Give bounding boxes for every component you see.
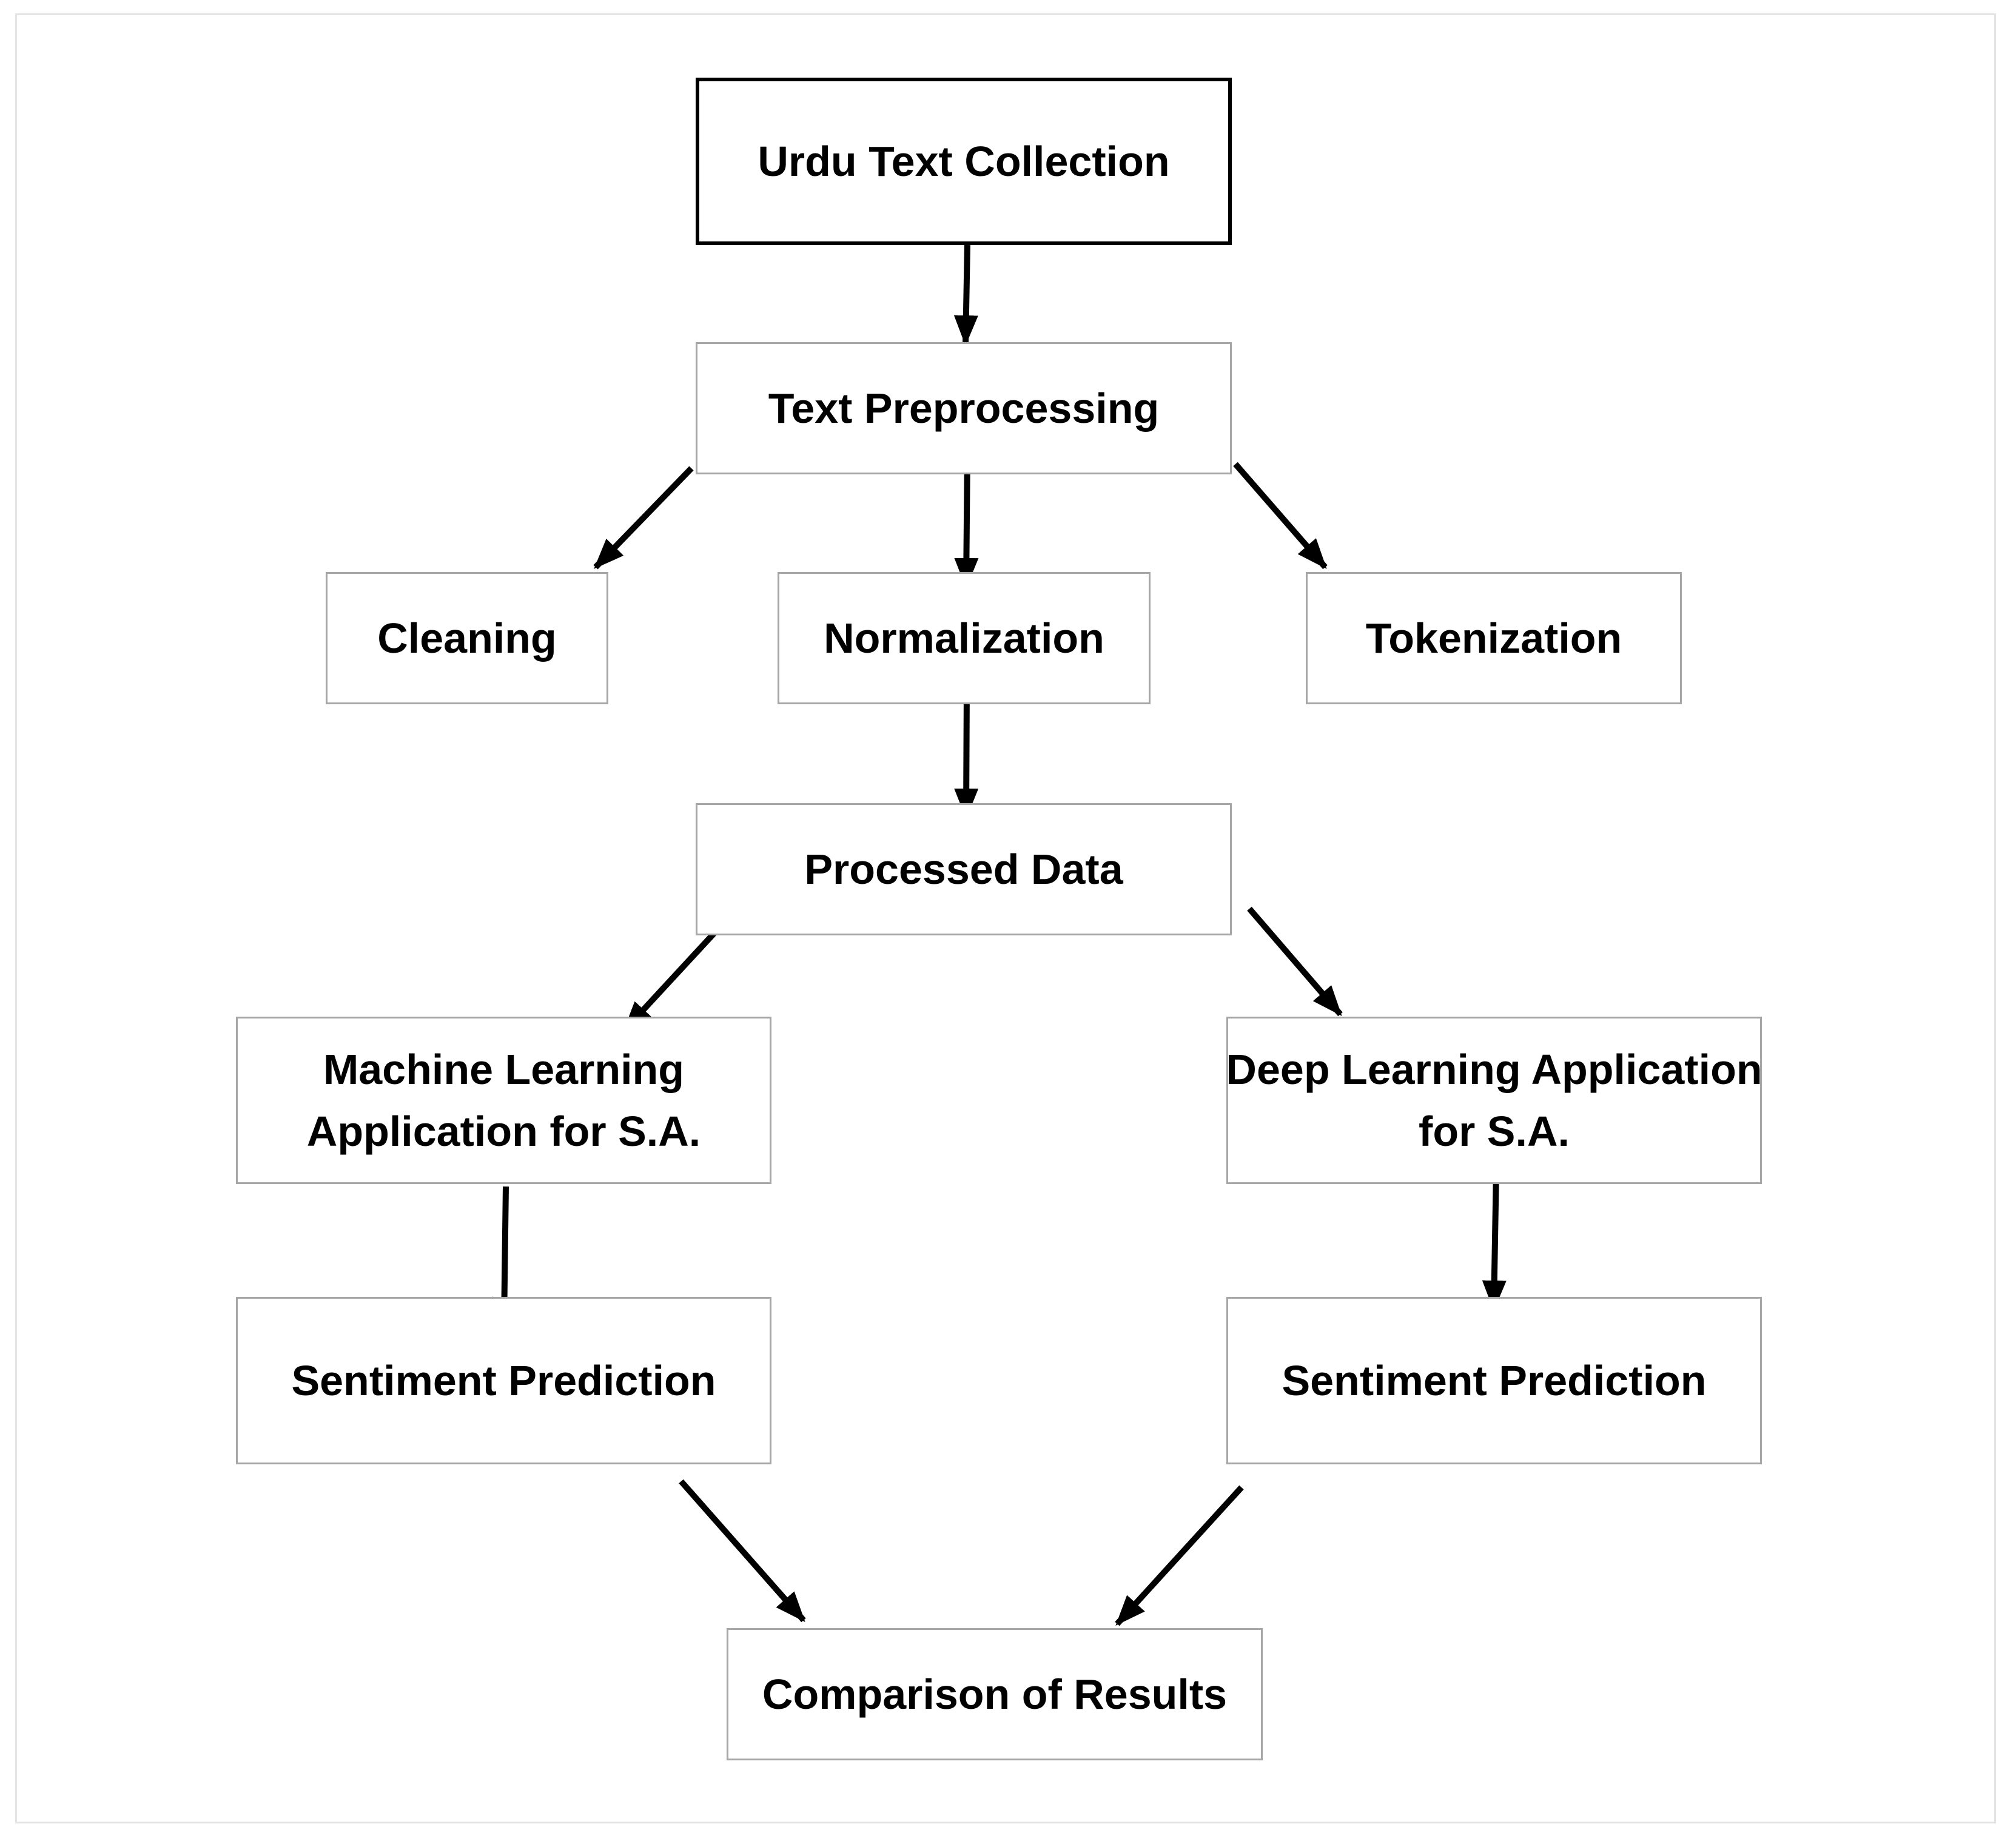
arrow-ml-prediction-to-comparison — [679, 1479, 806, 1623]
node-comparison-of-results: Comparison of Results — [727, 1628, 1263, 1760]
node-dl-application: Deep Learning Application for S.A. — [1226, 1017, 1762, 1184]
arrow-preprocessing-to-cleaning — [593, 466, 694, 570]
node-label-line-1: Deep Learning Application — [1226, 1046, 1762, 1093]
node-label: Text Preprocessing — [768, 385, 1160, 432]
arrow-collection-to-preprocessing — [953, 244, 978, 346]
node-ml-application: Machine Learning Application for S.A. — [236, 1017, 771, 1184]
node-label: Sentiment Prediction — [291, 1357, 716, 1404]
node-label-line-1: Machine Learning — [323, 1046, 685, 1093]
node-cleaning: Cleaning — [326, 572, 608, 704]
node-tokenization: Tokenization — [1306, 572, 1682, 704]
node-label: Comparison of Results — [762, 1671, 1228, 1718]
node-label-line-2: for S.A. — [1419, 1108, 1570, 1155]
arrow-dl-to-prediction — [1482, 1169, 1507, 1311]
node-dl-sentiment-prediction: Sentiment Prediction — [1226, 1297, 1762, 1464]
arrow-processed-to-dl — [1247, 906, 1343, 1017]
arrow-preprocessing-to-tokenization — [1233, 462, 1328, 570]
node-processed-data: Processed Data — [696, 803, 1232, 935]
arrow-preprocessing-to-normalization — [954, 452, 979, 588]
diagram-frame — [15, 13, 1996, 1823]
node-label: Tokenization — [1365, 614, 1622, 662]
node-ml-sentiment-prediction: Sentiment Prediction — [236, 1297, 771, 1464]
node-label: Urdu Text Collection — [758, 138, 1170, 185]
node-label: Sentiment Prediction — [1282, 1357, 1707, 1404]
node-label: Cleaning — [377, 614, 557, 662]
node-label-line-2: Application for S.A. — [306, 1108, 701, 1155]
node-label: Normalization — [824, 614, 1104, 662]
arrow-dl-prediction-to-comparison — [1115, 1485, 1244, 1626]
node-label: Processed Data — [804, 846, 1123, 893]
node-urdu-text-collection: Urdu Text Collection — [696, 78, 1232, 245]
node-normalization: Normalization — [778, 572, 1151, 704]
arrow-normalization-to-processed — [954, 684, 979, 819]
node-text-preprocessing: Text Preprocessing — [696, 342, 1232, 474]
